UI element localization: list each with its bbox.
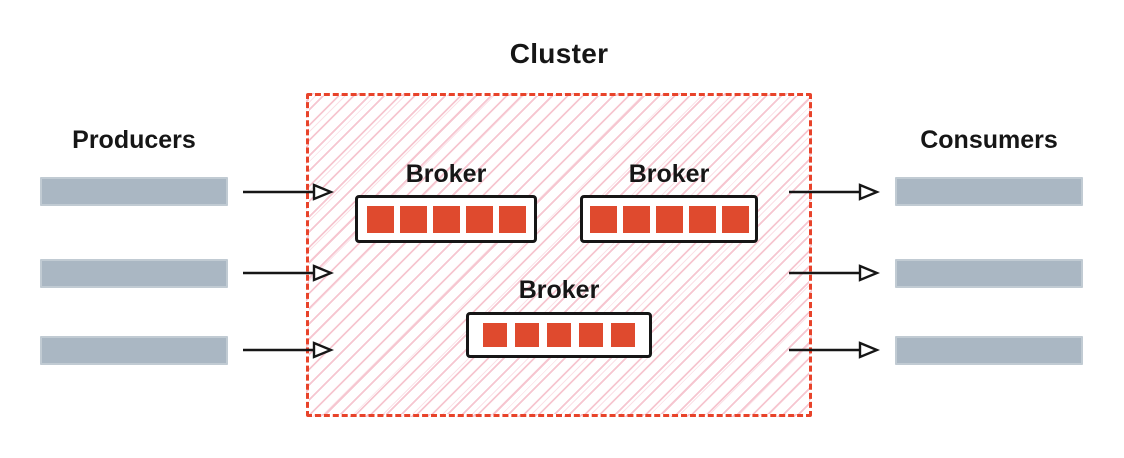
consumer-bar xyxy=(895,259,1083,288)
partition-square xyxy=(432,205,460,233)
partition-square xyxy=(547,323,571,347)
producer-bar xyxy=(40,259,228,288)
consumer-bar xyxy=(895,177,1083,206)
consumer-bar xyxy=(895,336,1083,365)
cluster-box xyxy=(306,93,812,417)
partition-square xyxy=(579,323,603,347)
partition-square xyxy=(688,205,716,233)
partition-square xyxy=(622,205,650,233)
arrow-right-icon xyxy=(243,183,334,201)
arrow-right-icon xyxy=(243,341,334,359)
partition-square xyxy=(399,205,427,233)
broker-label: Broker xyxy=(518,276,600,304)
partition-square xyxy=(483,323,507,347)
producers-label: Producers xyxy=(72,126,196,154)
partition-square xyxy=(655,205,683,233)
cluster-title: Cluster xyxy=(509,38,609,69)
partition-square xyxy=(721,205,749,233)
consumers-label: Consumers xyxy=(920,126,1058,154)
arrow-right-icon xyxy=(243,264,334,282)
broker-node xyxy=(355,195,537,243)
partition-square xyxy=(611,323,635,347)
arrow-right-icon xyxy=(789,183,880,201)
partition-square xyxy=(515,323,539,347)
partition-square xyxy=(465,205,493,233)
partition-square xyxy=(589,205,617,233)
partition-square xyxy=(366,205,394,233)
broker-label: Broker xyxy=(628,160,710,188)
broker-node xyxy=(466,312,652,358)
producer-bar xyxy=(40,177,228,206)
arrow-right-icon xyxy=(789,341,880,359)
producer-bar xyxy=(40,336,228,365)
broker-label: Broker xyxy=(405,160,487,188)
partition-square xyxy=(498,205,526,233)
arrow-right-icon xyxy=(789,264,880,282)
broker-node xyxy=(580,195,758,243)
